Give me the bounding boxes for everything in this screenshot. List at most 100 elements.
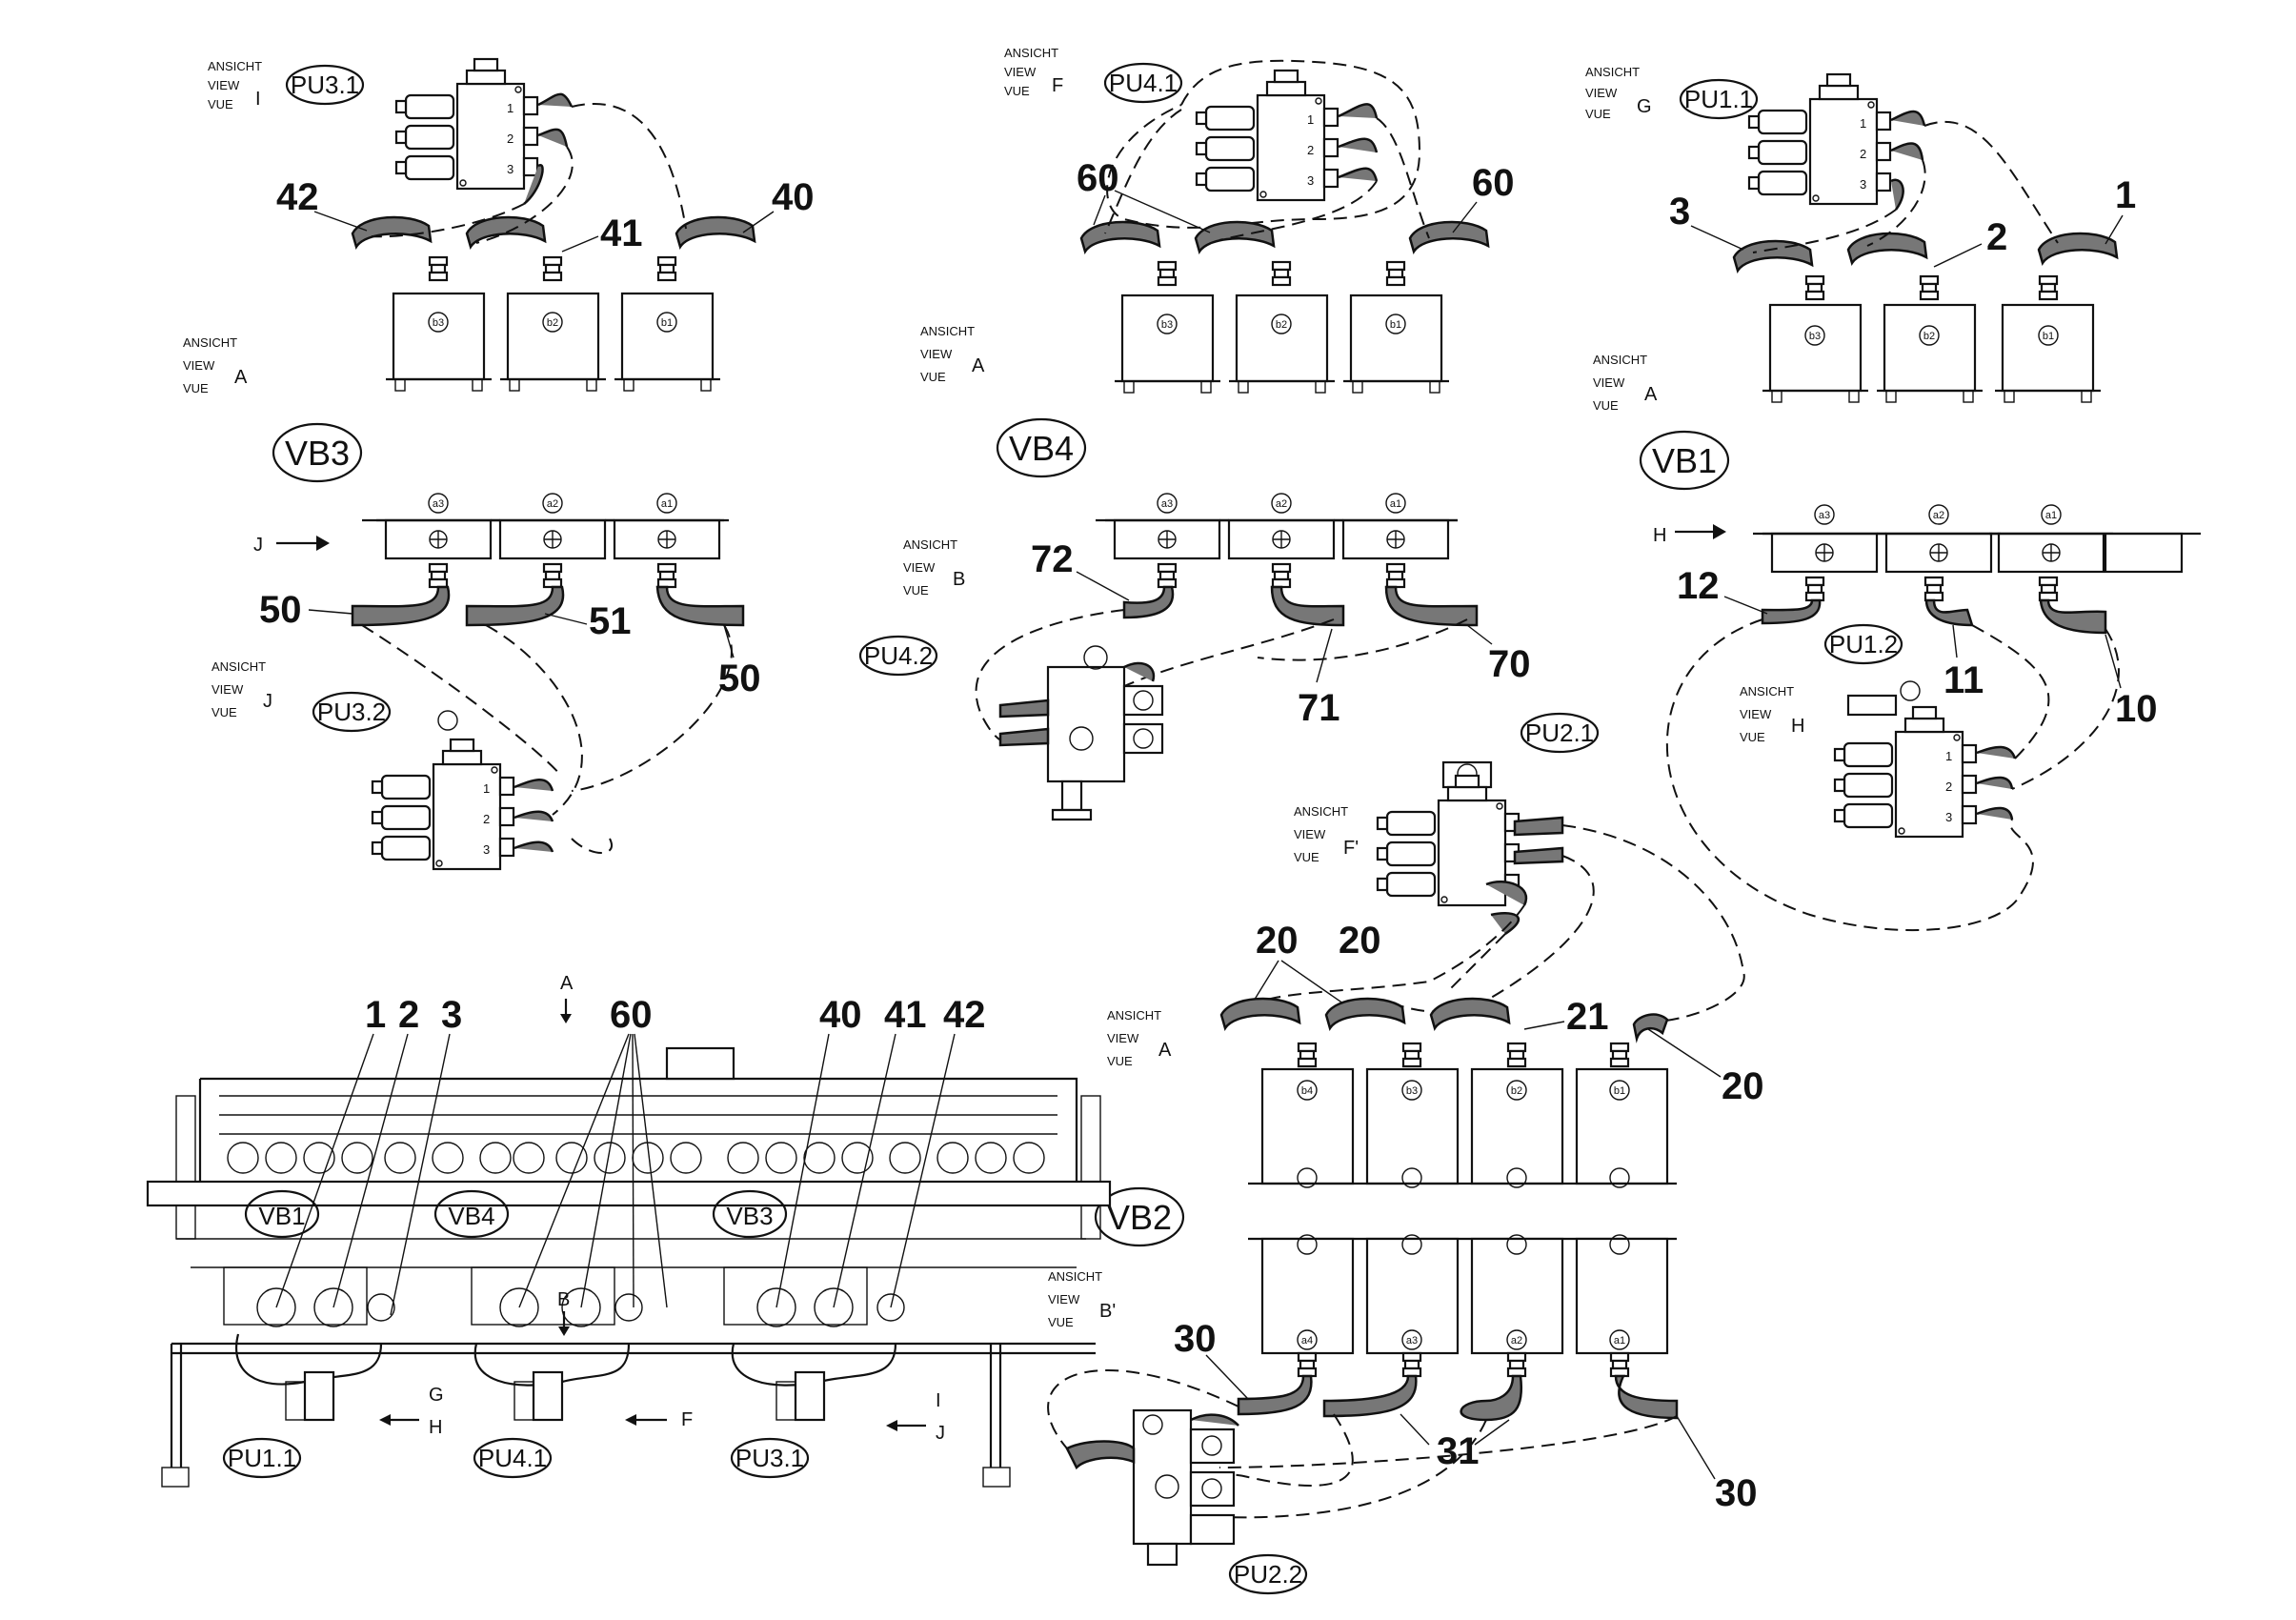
port-label: b1	[2043, 331, 2054, 342]
port-label: a3	[1161, 498, 1173, 510]
view-label-de: ANSICHT	[1740, 684, 1794, 699]
hose	[537, 92, 574, 108]
unit-oval	[285, 64, 365, 106]
view-label-en: VIEW	[1294, 827, 1326, 841]
callout: 12	[1677, 565, 1720, 607]
view-label-en: VIEW	[920, 347, 953, 361]
valve-block-label: VB4	[448, 1202, 494, 1230]
frame-assembly: VB1 VB4 VB3 A	[146, 973, 1112, 1488]
valve-block-oval	[433, 1189, 510, 1239]
arrow-label: B	[557, 1289, 570, 1310]
hose-end	[1079, 220, 1161, 253]
outlet-label: 1	[483, 781, 490, 796]
port-label: b3	[1161, 319, 1173, 331]
valve-block-oval	[712, 1189, 788, 1239]
valve-top	[1103, 518, 1231, 560]
fitting	[1401, 1042, 1422, 1068]
unit-oval	[473, 1437, 553, 1479]
view-letter: A	[1644, 384, 1658, 405]
valve-block-oval	[1094, 1186, 1185, 1247]
view-label-de: ANSICHT	[903, 537, 957, 552]
valve-block-oval	[244, 1189, 320, 1239]
hose-end	[1324, 997, 1406, 1030]
arrow-label: I	[936, 1390, 941, 1411]
view-j-group: J a3 a2 a1 50 51 50 ANSICHT VIEW VUE J P…	[211, 493, 761, 871]
port-label: a4	[1301, 1335, 1313, 1347]
fitting	[1401, 1351, 1422, 1378]
callout: 60	[1472, 162, 1515, 204]
valve-block-oval	[272, 422, 363, 483]
outlet-label: 1	[507, 101, 514, 115]
dashed-line	[571, 103, 687, 230]
outlet-label: 1	[1860, 116, 1866, 131]
port-label: a2	[1276, 498, 1287, 510]
unit-label: PU4.2	[864, 641, 933, 670]
callout: 40	[772, 176, 815, 218]
callout: 2	[398, 994, 419, 1036]
view-f-prime-group: PU2.1 ANSICHT VIEW VUE F' 20 20 21 20 AN…	[1107, 712, 1764, 1188]
port-label: b3	[1809, 331, 1821, 342]
port-label: b3	[433, 317, 444, 329]
valve-block-label: VB2	[1107, 1198, 1172, 1237]
callout: 10	[2115, 688, 2158, 730]
view-label-fr: VUE	[208, 97, 233, 111]
view-b-group: ANSICHT VIEW VUE B a3 a2 a1 72 71 70 PU4…	[858, 493, 1531, 821]
fitting	[1506, 1351, 1527, 1378]
port-label: a2	[1511, 1335, 1522, 1347]
callout: 60	[1077, 157, 1119, 199]
callout: 20	[1256, 920, 1299, 962]
view-label-de: ANSICHT	[1294, 804, 1348, 819]
fitting	[1157, 562, 1178, 589]
port-label: b2	[1923, 331, 1935, 342]
port-label: b1	[661, 317, 673, 329]
view-letter: J	[263, 691, 272, 712]
valve-block-label: VB1	[258, 1202, 305, 1230]
port-label: a1	[2045, 510, 2057, 521]
fitting	[656, 255, 677, 282]
hose-end	[1846, 232, 1928, 265]
port-label: b1	[1390, 319, 1401, 331]
view-label-en: VIEW	[903, 560, 936, 575]
view-letter: A	[234, 367, 248, 388]
unit-oval	[1103, 62, 1183, 104]
hose-end	[351, 215, 433, 249]
view-label-fr: VUE	[1585, 107, 1611, 121]
callout: 1	[2115, 174, 2136, 216]
valve-top	[1987, 532, 2115, 574]
view-letter: I	[255, 89, 261, 110]
fitting	[1804, 274, 1825, 301]
unit-label: PU2.1	[1525, 719, 1594, 747]
cylinder-box	[1227, 294, 1337, 395]
distributor-block	[1833, 705, 1978, 839]
outlet-label: 3	[1307, 173, 1314, 188]
view-label-fr: VUE	[1004, 84, 1030, 98]
hose-end	[2037, 232, 2119, 265]
fitting	[1919, 274, 1940, 301]
view-label-de: ANSICHT	[1585, 65, 1640, 79]
valve-block-oval	[1639, 430, 1730, 491]
callout: 51	[589, 600, 632, 642]
callout: 41	[600, 213, 643, 254]
callout: 42	[276, 176, 319, 218]
view-label-en: VIEW	[211, 682, 244, 697]
callout: 1	[365, 994, 386, 1036]
arrow-label: G	[429, 1385, 444, 1406]
view-label-en: VIEW	[1048, 1292, 1080, 1306]
view-label-fr: VUE	[1107, 1054, 1133, 1068]
unit-label: PU4.1	[478, 1444, 547, 1472]
hose-end	[1219, 997, 1301, 1030]
dashed-boundary	[1106, 59, 1421, 229]
unit-label: PU4.1	[1109, 69, 1178, 97]
view-letter: H	[1653, 525, 1666, 546]
port-label: a1	[661, 498, 673, 510]
valve-top	[489, 518, 616, 560]
hose-end	[1732, 239, 1814, 273]
fitting	[1157, 260, 1178, 287]
port-label: a1	[1390, 498, 1401, 510]
arrow-label: F	[681, 1409, 693, 1430]
port-label: a3	[433, 498, 444, 510]
callout: 2	[1986, 216, 2007, 258]
view-letter: F'	[1343, 838, 1359, 859]
unit-label: PU1.1	[1684, 85, 1753, 113]
view-f-group: ANSICHT VIEW VUE F PU4.1 1 2 3 60 60 b3 …	[920, 46, 1515, 478]
